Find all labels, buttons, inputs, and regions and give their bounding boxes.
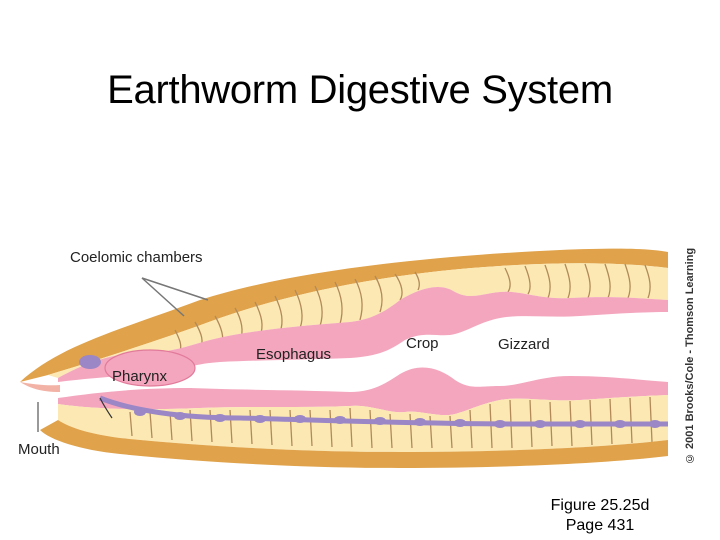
label-crop: Crop bbox=[406, 335, 439, 352]
figure-number: Figure 25.25d bbox=[550, 497, 650, 514]
figure-caption: Figure 25.25d Page 431 bbox=[520, 496, 680, 536]
label-esophagus: Esophagus bbox=[256, 346, 332, 363]
coelomic-chambers-pointer bbox=[141, 277, 209, 317]
label-mouth: Mouth bbox=[18, 441, 60, 458]
page-number: Page 431 bbox=[565, 517, 635, 534]
page-title: Earthworm Digestive System bbox=[107, 68, 613, 112]
pharynx-ganglion bbox=[79, 355, 101, 369]
mouth-lip bbox=[20, 382, 60, 392]
pharynx-bulb bbox=[104, 349, 196, 387]
lower-body-wall bbox=[40, 420, 668, 468]
copyright-notice: © 2001 Brooks/Cole - Thomson Learning bbox=[684, 247, 696, 465]
nerve-ganglia bbox=[134, 408, 661, 428]
pharynx-nerve bbox=[99, 397, 113, 419]
label-gizzard: Gizzard bbox=[498, 336, 550, 353]
label-coelomic-chambers: Coelomic chambers bbox=[70, 249, 203, 266]
upper-body-wall bbox=[20, 248, 668, 382]
label-pharynx: Pharynx bbox=[112, 368, 168, 385]
upper-gut bbox=[58, 286, 668, 382]
lower-gut bbox=[58, 367, 668, 416]
upper-coelom bbox=[48, 263, 668, 378]
